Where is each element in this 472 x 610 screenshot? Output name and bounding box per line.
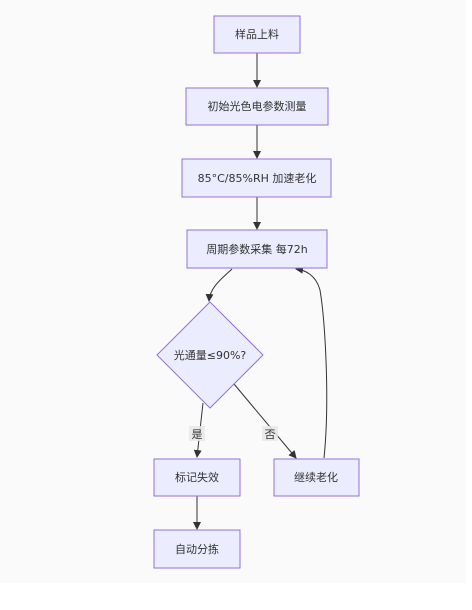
edge-label-yes: 是: [189, 426, 205, 441]
edge-continue-to-sampling: [295, 265, 328, 459]
edge-label-yes-text: 是: [192, 428, 203, 441]
node-flux-decision[interactable]: 光通量≤90%?: [156, 301, 264, 409]
node-accelerated-aging[interactable]: 85°C/85%RH 加速老化: [181, 158, 332, 198]
edges: [193, 53, 328, 530]
node-periodic-sampling-label: 周期参数采集 每72h: [206, 242, 307, 256]
node-auto-sorting[interactable]: 自动分拣: [153, 529, 241, 569]
node-flux-decision-label: 光通量≤90%?: [174, 348, 247, 362]
node-accelerated-aging-label: 85°C/85%RH 加速老化: [198, 171, 317, 185]
node-continue-aging[interactable]: 继续老化: [273, 458, 360, 497]
node-mark-failure[interactable]: 标记失效: [153, 458, 241, 497]
edge-label-no-text: 否: [265, 428, 276, 441]
edge-label-no: 否: [262, 426, 278, 441]
node-continue-aging-label: 继续老化: [294, 470, 338, 484]
edge-decision-to-continue: [233, 383, 297, 459]
node-initial-measure-label: 初始光色电参数测量: [208, 99, 307, 113]
node-sample-loading[interactable]: 样品上料: [213, 15, 301, 54]
node-mark-failure-label: 标记失效: [175, 470, 219, 484]
node-periodic-sampling[interactable]: 周期参数采集 每72h: [186, 229, 328, 269]
node-initial-measure[interactable]: 初始光色电参数测量: [185, 87, 329, 126]
node-sample-loading-label: 样品上料: [235, 27, 279, 41]
edge-sampling-to-decision: [205, 268, 233, 302]
node-auto-sorting-label: 自动分拣: [175, 542, 219, 556]
